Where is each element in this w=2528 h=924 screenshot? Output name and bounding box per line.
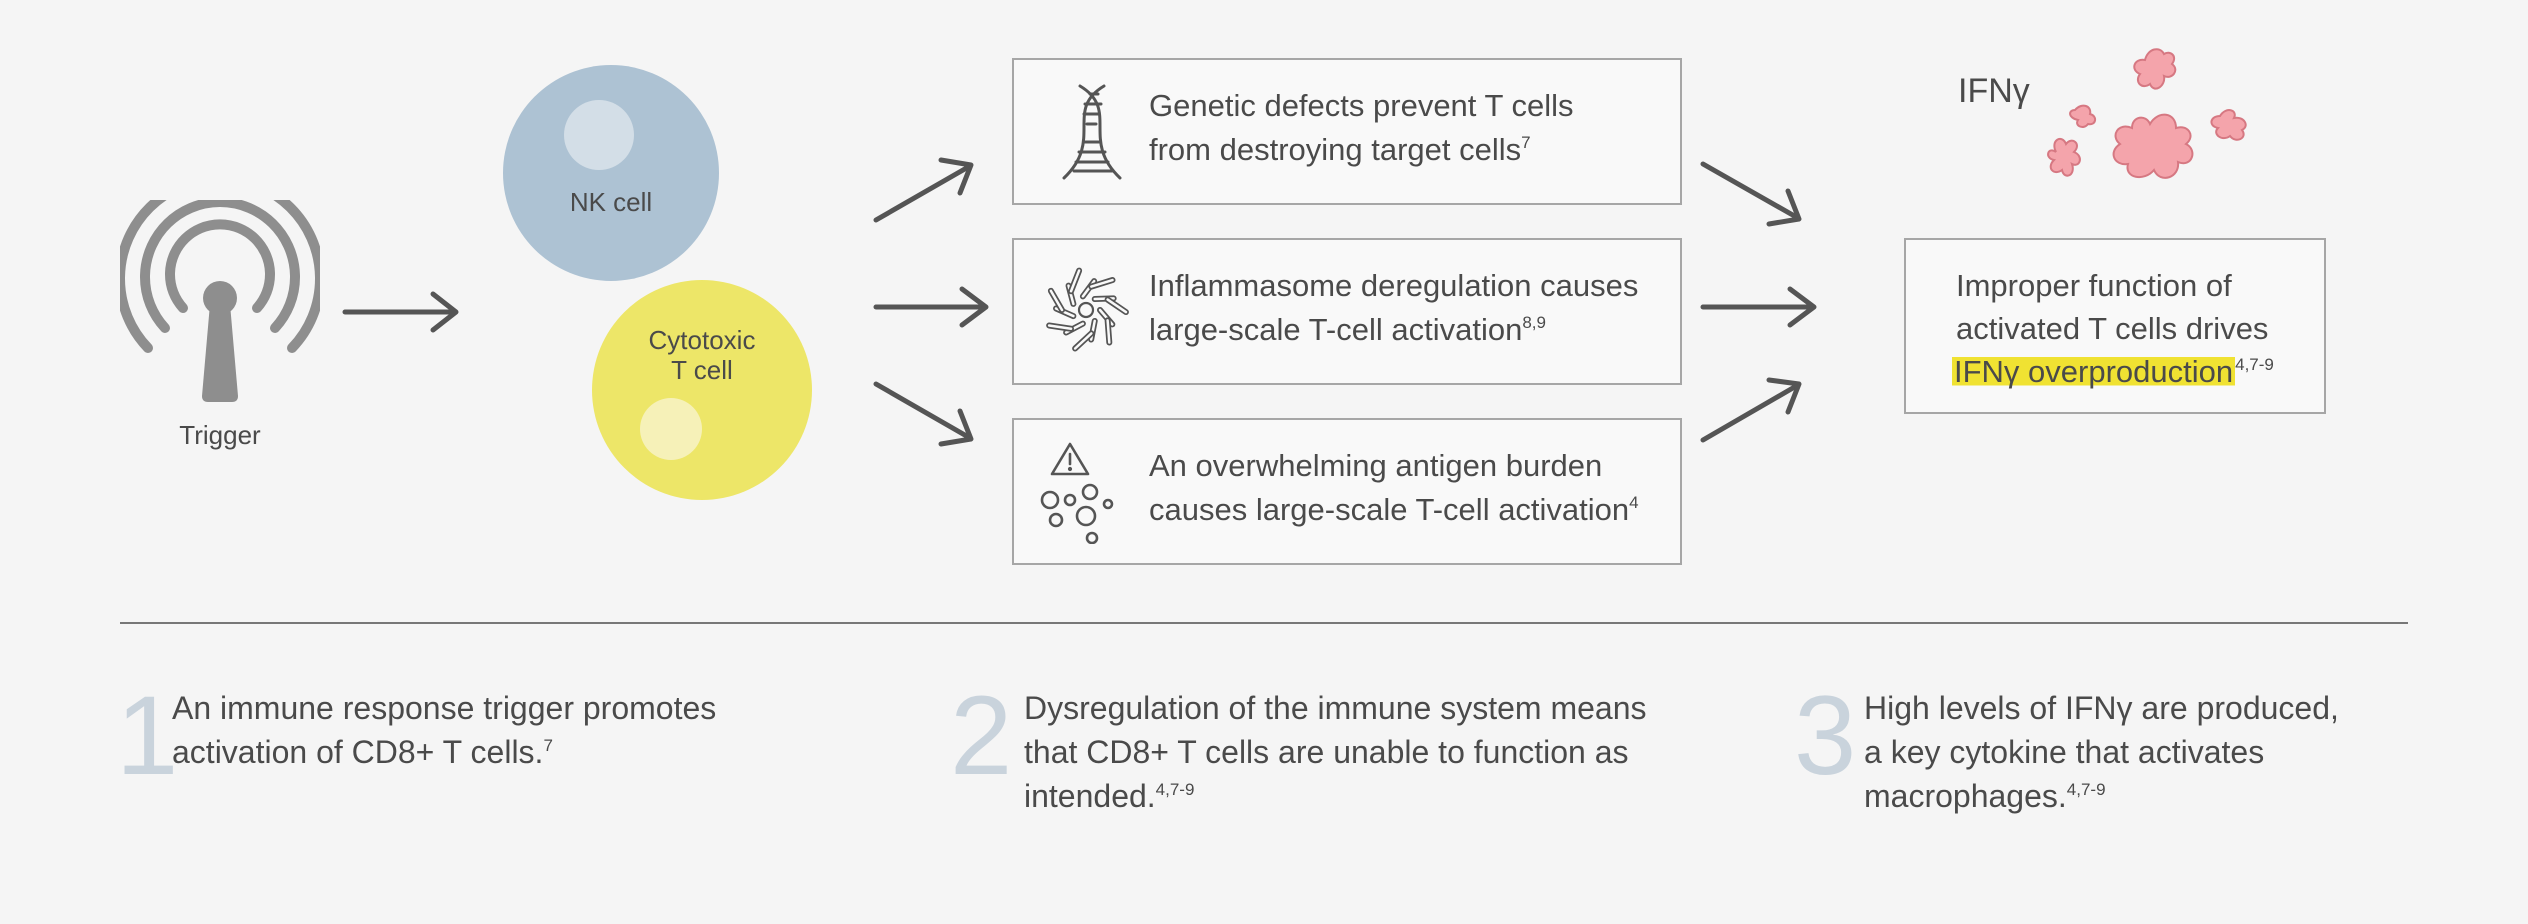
box-genetic-defects: Genetic defects prevent T cells from des…	[1012, 58, 1682, 205]
dna-icon	[1062, 84, 1122, 180]
trigger: Trigger	[120, 200, 320, 460]
box-inflammasome-ref: 8,9	[1522, 313, 1546, 332]
result-ref: 4,7-9	[2235, 355, 2274, 374]
nk-cell-label: NK cell	[569, 187, 653, 217]
box-antigen-burden: An overwhelming antigen burden causes la…	[1012, 418, 1682, 565]
inflammasome-icon	[1046, 267, 1129, 352]
ifn-gamma-cytokines-icon	[2047, 48, 2247, 179]
box-genetic-defects-line1: Genetic defects prevent T cells	[1149, 88, 1574, 123]
step-3-line2: a key cytokine that activates	[1864, 734, 2265, 770]
arrow-cells-to-box2	[873, 286, 989, 328]
step-1: 1 An immune response trigger promotes ac…	[116, 680, 836, 840]
arrow-box1-to-result	[1700, 161, 1802, 227]
nk-cell-nucleus	[564, 100, 634, 170]
step-2-line2: that CD8+ T cells are unable to function…	[1024, 734, 1629, 770]
box-antigen-burden-ref: 4	[1629, 493, 1639, 512]
antenna-icon	[120, 200, 320, 402]
box-antigen-burden-line1: An overwhelming antigen burden	[1149, 448, 1603, 483]
step-2-number: 2	[950, 673, 1013, 798]
step-2-line3: intended.	[1024, 778, 1156, 814]
cytotoxic-nucleus	[640, 398, 702, 460]
step-3-line1: High levels of IFNγ are produced,	[1864, 690, 2339, 726]
box-genetic-defects-ref: 7	[1521, 133, 1531, 152]
box-inflammasome-line2: large-scale T-cell activation	[1149, 312, 1523, 347]
cytotoxic-label-line1: Cytotoxic	[648, 325, 756, 355]
step-1-line1: An immune response trigger promotes	[172, 690, 717, 726]
cytotoxic-label-line2: T cell	[671, 355, 733, 385]
box-inflammasome-line1: Inflammasome deregulation causes	[1149, 268, 1639, 303]
nk-cell: NK cell	[503, 65, 719, 281]
arrow-cells-to-box1	[873, 157, 974, 223]
step-3-number: 3	[1794, 673, 1857, 798]
box-genetic-defects-line2: from destroying target cells	[1149, 132, 1522, 167]
result-line1: Improper function of	[1956, 268, 2232, 303]
step-1-line2: activation of CD8+ T cells.	[172, 734, 544, 770]
step-3-line3: macrophages.	[1864, 778, 2067, 814]
arrow-box3-to-result	[1700, 377, 1802, 443]
arrow-trigger-to-cells	[342, 291, 459, 333]
ifn-gamma-label: IFNγ	[1958, 72, 2030, 110]
result-box: Improper function of activated T cells d…	[1904, 238, 2326, 414]
step-3-ref: 4,7-9	[2066, 780, 2106, 799]
result-line2: activated T cells drives	[1956, 311, 2269, 346]
arrow-cells-to-box3	[873, 381, 974, 447]
trigger-label: Trigger	[179, 420, 261, 450]
antigen-warning-icon	[1040, 442, 1114, 544]
result-highlight: IFNγ overproduction	[1952, 354, 2236, 389]
box-inflammasome: Inflammasome deregulation causes large-s…	[1012, 238, 1682, 385]
step-1-ref: 7	[543, 736, 553, 755]
step-1-number: 1	[116, 673, 179, 798]
box-antigen-burden-line2: causes large-scale T-cell activation	[1149, 492, 1630, 527]
arrow-box2-to-result	[1700, 286, 1817, 328]
step-2: 2 Dysregulation of the immune system mea…	[950, 680, 1710, 840]
step-3: 3 High levels of IFNγ are produced, a ke…	[1794, 680, 2414, 840]
step-2-line1: Dysregulation of the immune system means	[1024, 690, 1647, 726]
step-2-ref: 4,7-9	[1155, 780, 1195, 799]
cytotoxic-t-cell: Cytotoxic T cell	[592, 280, 812, 500]
